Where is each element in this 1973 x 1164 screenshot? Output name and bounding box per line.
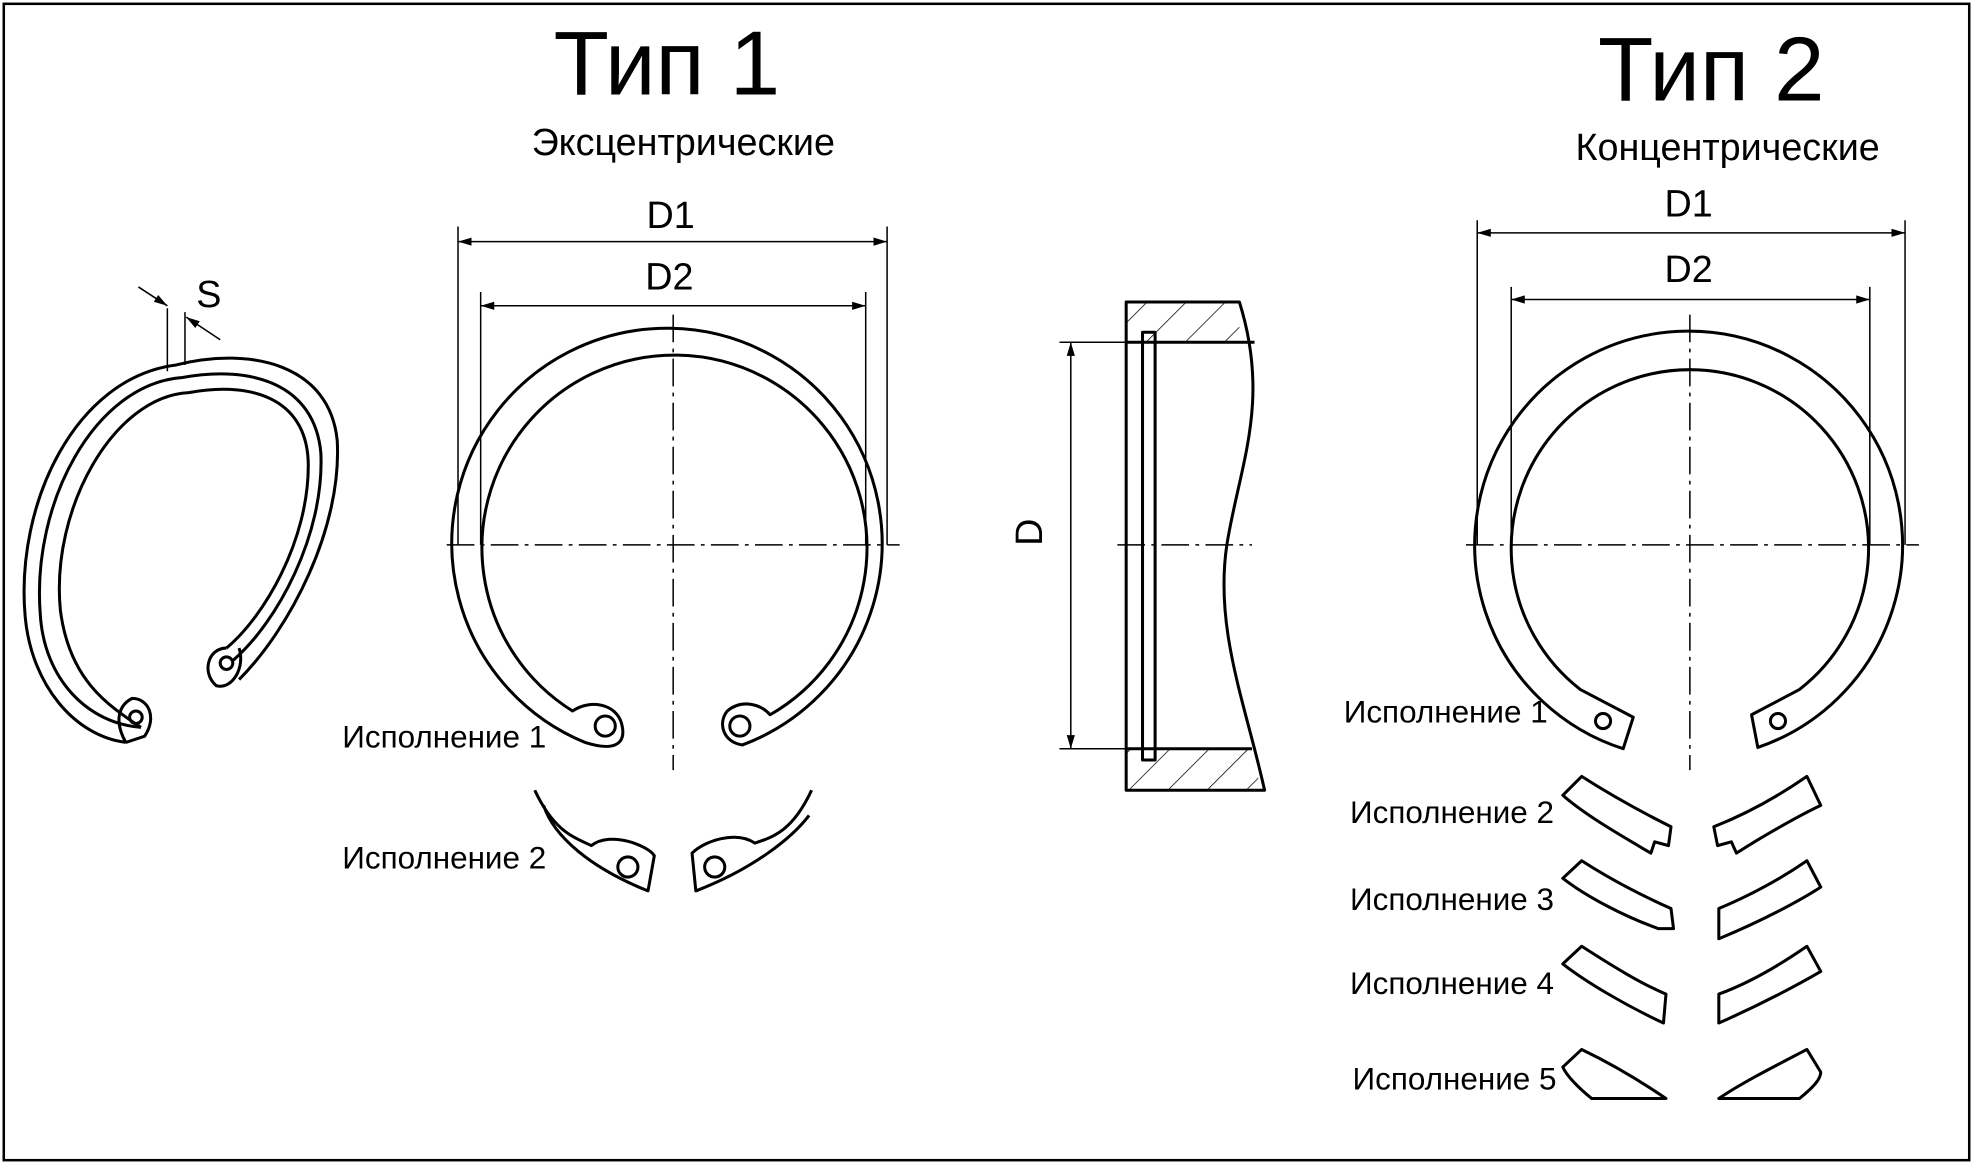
type2-variant-2-label: Исполнение 2 — [1350, 795, 1554, 830]
type1-d1-label: D1 — [647, 194, 695, 236]
type2-variant-3-right-fragment — [1717, 859, 1823, 941]
type1-variant-1-label: Исполнение 1 — [342, 719, 546, 754]
type2-d1-label: D1 — [1665, 182, 1713, 224]
type2-variant-4-left-fragment — [1561, 944, 1668, 1025]
perspective-ring-view: S — [22, 273, 340, 744]
type2-variant-3-left-fragment — [1561, 859, 1676, 931]
type2-title: Тип 2 — [1598, 20, 1825, 121]
type2-variant-2-left-fragment — [1561, 774, 1673, 855]
type1-section: Тип 1 Эксцентрические D1 D2 Исполнение 1… — [342, 13, 900, 893]
type2-ring — [1473, 329, 1905, 751]
type2-variant-4-label: Исполнение 4 — [1350, 966, 1554, 1001]
type2-variant-1-label: Исполнение 1 — [1344, 694, 1548, 729]
type1-variant-2-left-fragment — [533, 789, 656, 893]
type2-d2-label: D2 — [1665, 248, 1713, 290]
type2-variant-4-right-fragment — [1717, 944, 1823, 1025]
type2-variant-3-label: Исполнение 3 — [1350, 882, 1554, 917]
type2-variant-5-left-fragment — [1561, 1047, 1668, 1101]
bore-diameter-label: D — [1008, 519, 1050, 546]
type1-subtitle: Эксцентрические — [532, 121, 835, 163]
type2-section: Тип 2 Концентрические D1 D2 Исполнение 1… — [1344, 20, 1919, 1101]
type1-d2-label: D2 — [645, 255, 693, 297]
housing-section-view: D — [1008, 300, 1267, 792]
type2-variant-5-label: Исполнение 5 — [1353, 1062, 1557, 1097]
type2-variant-5-right-fragment — [1717, 1047, 1823, 1101]
type2-variant-2-right-fragment — [1712, 774, 1823, 855]
type1-variant-2-label: Исполнение 2 — [342, 840, 546, 875]
type1-title: Тип 1 — [554, 13, 781, 114]
thickness-label: S — [196, 273, 221, 315]
type1-ring — [450, 326, 884, 748]
type1-variant-2-right-fragment — [690, 789, 813, 893]
type2-subtitle: Концентрические — [1576, 126, 1880, 168]
